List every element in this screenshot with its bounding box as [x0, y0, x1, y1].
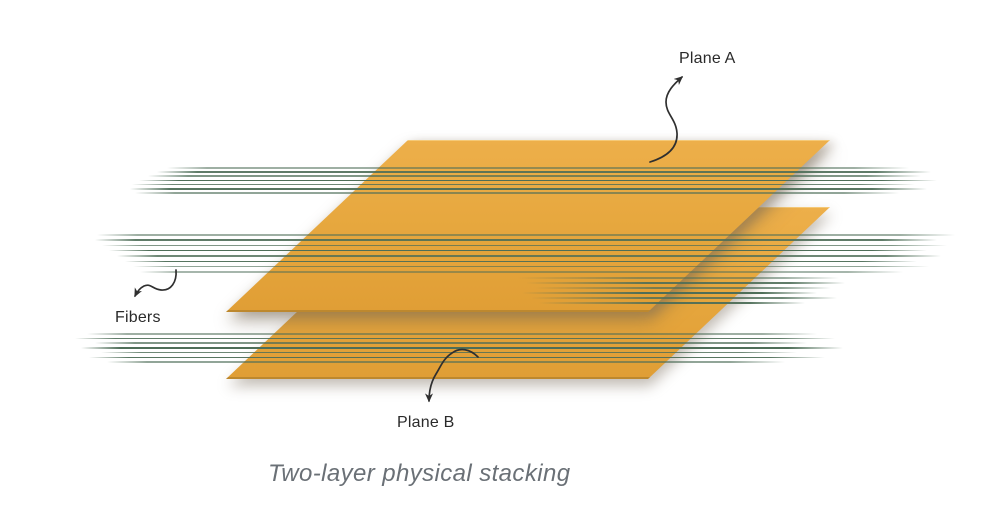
fibers-label: Fibers — [115, 309, 161, 326]
plane-a-face — [226, 140, 830, 312]
figure-caption: Two-layer physical stacking — [268, 460, 571, 487]
fibers-arrow — [134, 269, 177, 298]
plane-a-surface — [226, 140, 830, 312]
plane-b-label: Plane B — [397, 414, 455, 431]
plane-a-label: Plane A — [679, 50, 736, 67]
